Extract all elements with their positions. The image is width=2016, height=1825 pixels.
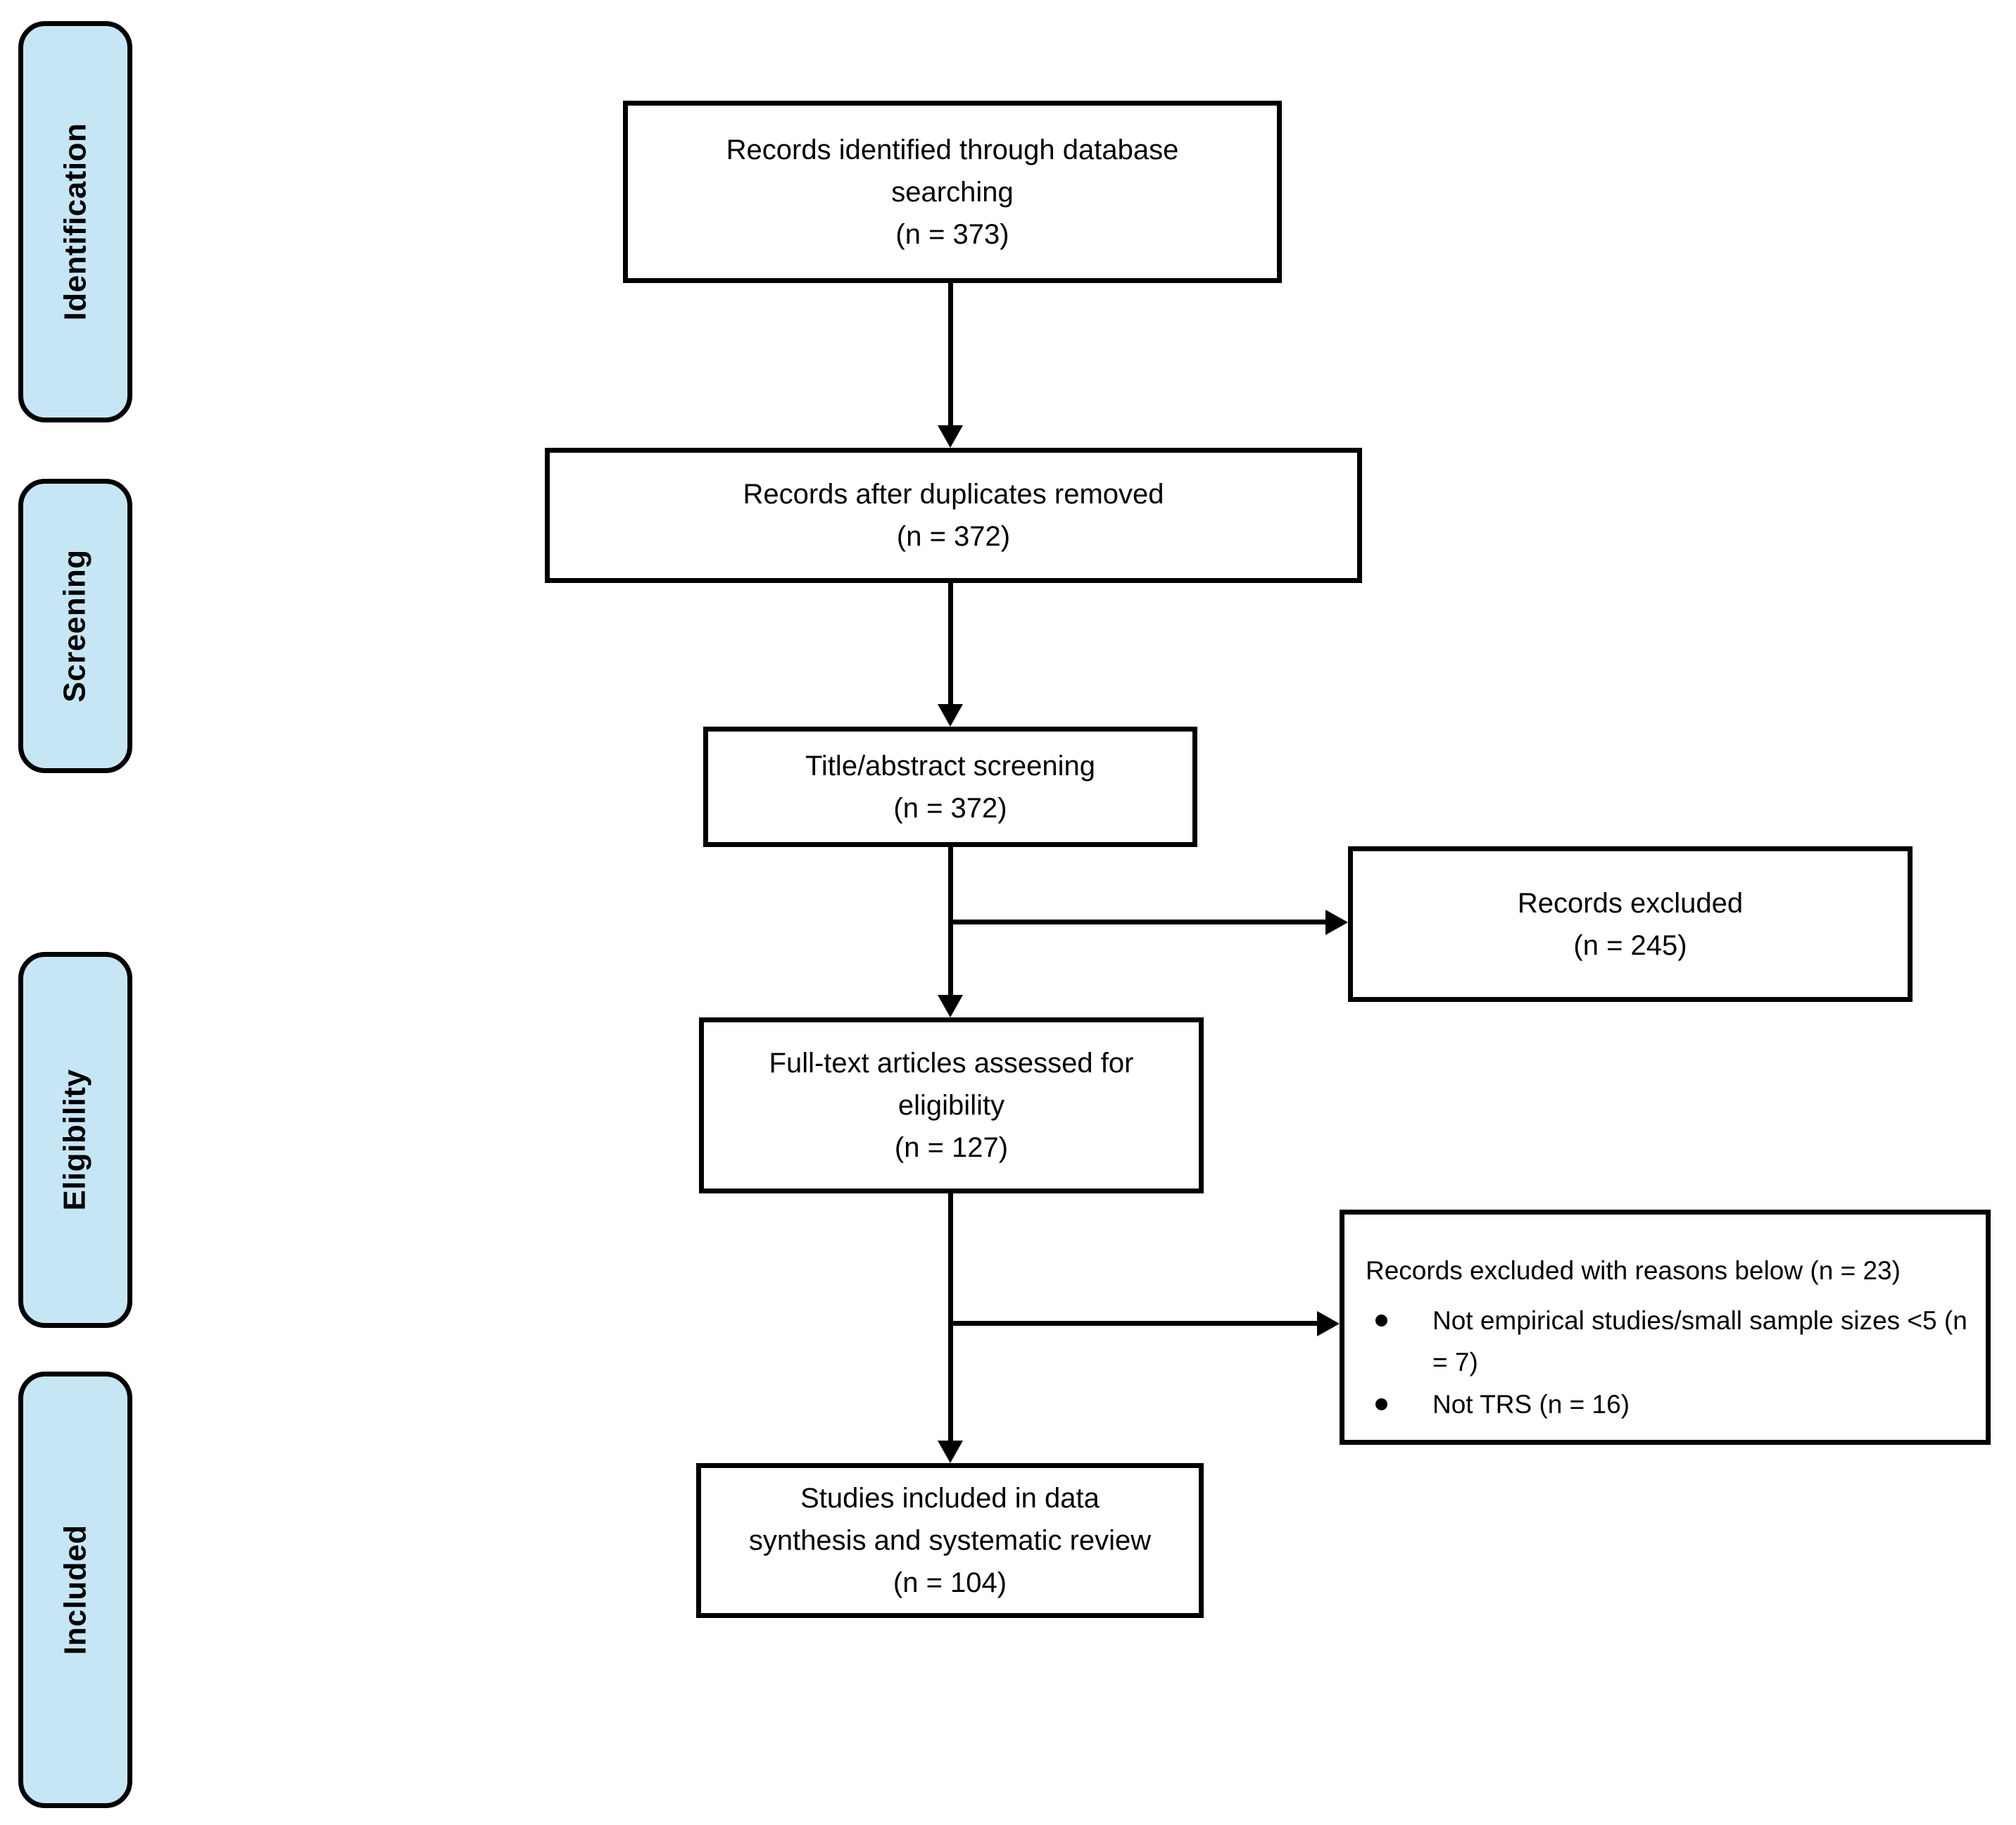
stage-label-text: Identification: [58, 123, 92, 321]
exclusion-reason-item: Not empirical studies/small sample sizes…: [1366, 1300, 1976, 1383]
stage-label-text: Eligibility: [58, 1069, 93, 1211]
arrowhead-down: [938, 425, 963, 448]
stage-screening: Screening: [18, 479, 132, 773]
exclusion-reasons-title: Records excluded with reasons below (n =…: [1366, 1256, 1901, 1285]
connector-branch-excluded-reasons: [950, 1321, 1318, 1326]
arrowhead-down: [938, 704, 963, 727]
box-text-line: synthesis and systematic review: [748, 1525, 1152, 1556]
exclusion-reason-item: Not TRS (n = 16): [1366, 1384, 1976, 1425]
stage-label-text: Screening: [58, 549, 92, 703]
arrowhead-right: [1325, 910, 1348, 935]
box-records-identified: Records identified through database sear…: [623, 101, 1282, 283]
box-text-line: (n = 373): [895, 218, 1009, 250]
box-title-abstract-screening: Title/abstract screening (n = 372): [703, 727, 1197, 847]
box-text-line: (n = 372): [893, 792, 1007, 824]
box-text-line: Records excluded: [1517, 887, 1744, 919]
box-studies-included: Studies included in data synthesis and s…: [696, 1463, 1204, 1618]
box-text-line: Records after duplicates removed: [743, 479, 1164, 510]
box-records-excluded: Records excluded (n = 245): [1348, 846, 1913, 1002]
stage-label-text: Included: [58, 1524, 92, 1655]
stage-included: Included: [18, 1372, 132, 1808]
box-text-line: eligibility: [897, 1090, 1005, 1121]
box-text-line: Title/abstract screening: [805, 750, 1096, 782]
connector-fulltext-to-included: [948, 1193, 953, 1442]
box-text-line: Full-text articles assessed for: [769, 1048, 1134, 1079]
connector-branch-records-excluded: [950, 920, 1327, 924]
box-excluded-with-reasons: Records excluded with reasons below (n =…: [1340, 1210, 1991, 1445]
box-text-line: (n = 104): [893, 1567, 1007, 1598]
exclusion-reasons-list: Not empirical studies/small sample sizes…: [1366, 1300, 1976, 1425]
box-text-line: (n = 127): [894, 1132, 1009, 1163]
box-text-line: searching: [891, 176, 1014, 208]
arrowhead-down: [938, 1441, 963, 1463]
arrowhead-right: [1317, 1311, 1340, 1336]
connector-identified-to-deduplicated: [948, 283, 953, 428]
box-records-after-duplicates: Records after duplicates removed (n = 37…: [545, 448, 1362, 583]
connector-deduplicated-to-screening: [948, 583, 953, 707]
box-text-line: (n = 372): [896, 521, 1011, 552]
box-full-text-assessed: Full-text articles assessed for eligibil…: [699, 1017, 1204, 1193]
box-text-line: Records identified through database: [726, 134, 1179, 165]
arrowhead-down: [938, 995, 963, 1017]
stage-identification: Identification: [18, 21, 132, 422]
stage-eligibility: Eligibility: [18, 952, 132, 1328]
box-text-line: Studies included in data: [800, 1483, 1100, 1514]
box-text-line: (n = 245): [1573, 929, 1687, 961]
